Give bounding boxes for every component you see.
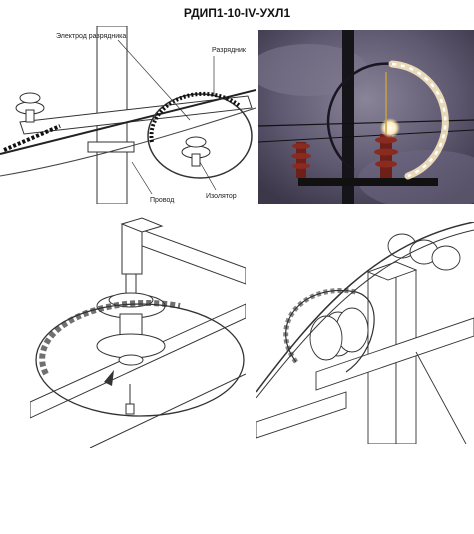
right-insulator-pin: [191, 153, 201, 167]
bracket-cap: [120, 217, 164, 233]
overhead-beam-top: [125, 223, 246, 285]
post-top: [366, 261, 418, 281]
detail-wire-2: [256, 229, 474, 399]
detail-wire-1: [256, 222, 474, 393]
labeled-drawing-panel: Электрод разрядника Разрядник Провод Изо…: [0, 26, 256, 204]
right-insulator-top: [185, 136, 207, 148]
isometric-insulator-drawing: [30, 217, 246, 448]
label-electrode: Электрод разрядника: [56, 33, 126, 40]
isometric-insulator-panel: [30, 214, 246, 448]
bracket-vertical: [121, 223, 143, 275]
insulator-skirt-bottom: [96, 333, 166, 359]
pole-bracket: [87, 141, 135, 153]
lower-wire: [0, 107, 256, 177]
photo-spark-point: [380, 118, 400, 138]
label-arrester: Разрядник: [212, 47, 247, 54]
labeled-drawing: Электрод разрядника Разрядник Провод Изо…: [0, 26, 256, 204]
photo-insulator-left: [291, 142, 311, 178]
left-insulator-pin: [25, 109, 35, 123]
diagram-title: РДИП1-10-IV-УХЛ1: [183, 6, 291, 20]
electrode-leader: [117, 39, 191, 121]
photo-ring-sparks: [391, 62, 447, 178]
iso-ring-segments: [39, 299, 181, 376]
insulator-leader: [199, 161, 217, 191]
frame-lower: [256, 391, 347, 439]
wire-clamp: [104, 370, 114, 386]
wire-leader: [131, 161, 153, 195]
discharge-photo: [258, 30, 474, 204]
photo-ring-dark: [326, 62, 393, 172]
photo-crossarm: [298, 178, 438, 186]
photo-pole: [342, 30, 354, 204]
photo-wire-2: [258, 129, 474, 143]
detailed-isometric-drawing: [256, 222, 474, 444]
left-insulator-top: [19, 92, 41, 104]
wire-line: [0, 89, 256, 155]
label-wire: Провод: [150, 197, 174, 204]
photo-wire-1: [258, 119, 474, 127]
photo-insulator-right: [374, 134, 398, 178]
insulator-stem: [125, 273, 137, 295]
frame-brace: [415, 351, 467, 444]
frame-beam: [315, 317, 474, 391]
detailed-isometric-panel: [256, 222, 474, 444]
side-insulator-3: [309, 315, 343, 361]
clamp-weight: [125, 403, 135, 415]
discharge-photo-drawing: [258, 30, 474, 204]
lower-rail-2: [89, 373, 246, 448]
top-insulator-3: [431, 245, 461, 271]
left-wire-wrap: [3, 124, 61, 152]
insulator-base: [118, 354, 144, 366]
label-insulator: Изолятор: [206, 193, 237, 200]
arrester-ring-segments: [149, 91, 242, 143]
detail-loop-segments: [283, 288, 357, 364]
cloud-1: [258, 44, 368, 96]
